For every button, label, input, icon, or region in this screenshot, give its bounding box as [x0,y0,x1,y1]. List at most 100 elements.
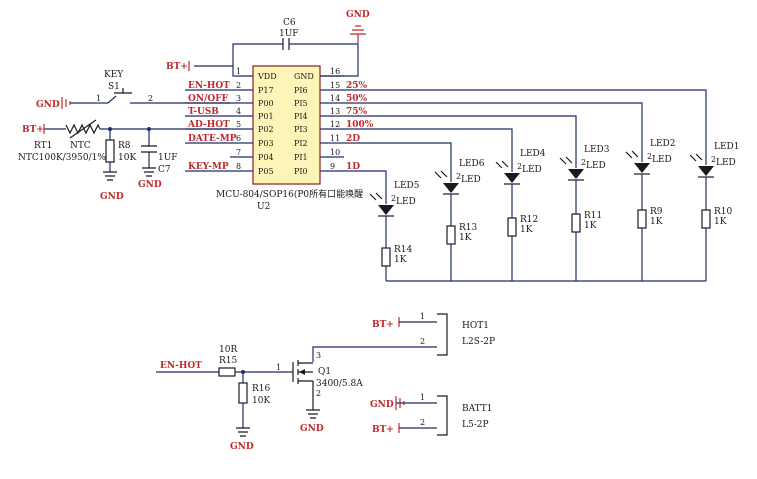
r15-ref: R15 [219,356,238,366]
mcu-left-pin-name: P05 [258,167,274,176]
c7-ref: C7 [158,165,171,175]
left-net-label: EN-HOT [188,81,230,91]
mcu-left-pin-number: 2 [236,81,241,90]
bt-top-label: BT+ [166,62,188,72]
right-net-label: 50% [346,94,368,104]
r8-ref: R8 [118,141,131,151]
led-diode [634,163,650,173]
gnd-batt-label: GND [370,400,394,410]
led-resistor-ref: R10 [714,207,733,217]
gnd-r16-label: GND [230,442,254,452]
led-diode [504,173,520,183]
led-feed-wire [344,115,577,168]
batt-pin1: 1 [420,393,425,402]
vdd-pin-wire [232,66,253,77]
key-ref: S1 [108,82,120,92]
gnd-top-label: GND [346,10,370,20]
led-ref: LED1 [714,142,740,152]
led-value: LED [461,175,481,185]
q1-pin2: 2 [316,389,321,398]
led-resistor [381,247,391,267]
mcu-left-pin-number: 1 [236,67,241,76]
led-resistor-value: 1K [584,221,597,231]
q1-terminals [298,362,314,410]
left-net-label: ON/OFF [188,94,229,104]
led-resistor-value: 1K [394,255,407,265]
left-net-label: AD-HOT [187,120,230,130]
hot-pin2-wire [312,346,437,362]
gnd-r16-symbol [236,427,250,437]
led-resistor-value: 1K [714,217,727,227]
gnd-c7-symbol [142,167,156,177]
left-net-label: DATE-MP [188,134,237,144]
led-feed-wire [344,170,387,204]
batt-ref: BATT1 [462,404,493,414]
mcu-left-pin-number: 5 [236,120,241,129]
mcu-right-pin-number: 13 [330,107,340,116]
mcu-right-pin-number: 9 [330,162,335,171]
c7-value: 1UF [158,153,178,163]
mcu-right-pin-name: GND [294,72,314,81]
r15-resistor [218,367,236,377]
right-net-label: 25% [346,81,368,91]
gnd-key-symbol [61,97,71,109]
led-resistor-ref: R12 [520,215,538,225]
mcu-right-pin-name: PI3 [294,125,308,134]
q1-arrow [299,369,305,375]
en-hot-drive-label: EN-HOT [160,361,202,371]
led-pin-number: 2 [391,194,396,203]
led-diode [698,166,714,176]
r8-value: 10K [118,153,136,163]
mcu-left-pin-number: 6 [236,134,241,143]
hot-connector [437,313,448,356]
ntc-body-label: NTC [70,141,91,151]
mcu-left-pin-name: P01 [258,112,274,121]
key-pin2: 2 [148,94,153,103]
mcu-left-pin-name: P02 [258,125,274,134]
mcu-left-pin-name: P17 [258,86,274,95]
mcu-right-pin-name: PI0 [294,167,308,176]
led-value: LED [396,197,416,207]
mcu-right-pin-number: 11 [330,134,340,143]
mcu-left-pin-name: P03 [258,139,274,148]
right-net-label: 75% [346,107,368,117]
batt-pin2: 2 [420,418,425,427]
mcu-right-pin-number: 16 [330,67,340,76]
left-net-label: KEY-MP [188,162,229,172]
led-pin-number: 2 [711,155,716,164]
mcu-chip [252,65,321,185]
mcu-left-pin-name: P00 [258,99,274,108]
gnd-q1-symbol [306,409,320,419]
mcu-right-pin-name: PI1 [294,153,308,162]
r16-value: 10K [252,396,270,406]
led-resistor [571,213,581,233]
ntc-ref: RT1 [34,141,52,151]
led-feed-wire [344,128,513,172]
q1-value: 3400/5.8A [316,379,363,389]
led-ref: LED5 [394,181,420,191]
led-resistor-ref: R14 [394,245,413,255]
r16-resistor [238,382,248,404]
q1-pin1: 1 [276,363,281,372]
key-switch [107,95,230,104]
led-feed-wire [344,102,643,162]
batt-value: L5-2P [462,420,489,430]
gnd-q1-label: GND [300,424,324,434]
led-resistor [507,217,517,237]
led-resistor-value: 1K [520,225,533,235]
mcu-left-pin-number: 7 [236,148,241,157]
led-resistor-ref: R9 [650,207,663,217]
led-ref: LED3 [584,145,610,155]
led-feed-wire [344,142,452,182]
led-diode [443,183,459,193]
mcu-ref-label: U2 [257,202,270,212]
led-ref: LED6 [459,159,485,169]
key-label: KEY [104,70,124,80]
led-pin-number: 2 [581,158,586,167]
led-resistor-ref: R13 [459,223,478,233]
led-diode [568,169,584,179]
mcu-right-pin-name: PI2 [294,139,308,148]
led-resistor-value: 1K [459,233,472,243]
bt-hot-label: BT+ [372,320,394,330]
